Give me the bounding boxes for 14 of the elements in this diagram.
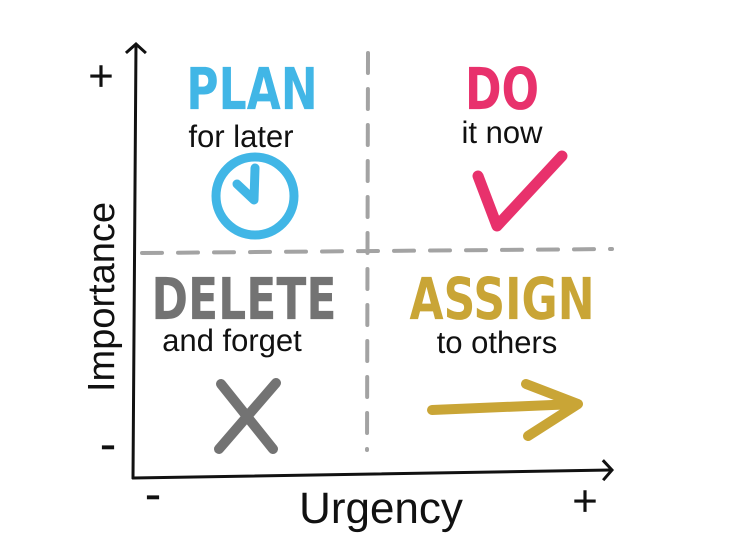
quadrant-subtitle: it now [464,120,543,144]
quadrant-subtitle: and forget [164,328,302,358]
axis-label: Urgency [302,492,463,532]
axis-sign: + [90,65,112,87]
axis-sign: - [102,445,114,450]
quadrant-heading: ASSIGN [410,276,591,320]
quadrant-heading: DELETE [156,276,334,320]
quadrant-heading: PLAN [190,66,314,110]
axis-label: Importance [88,204,122,389]
quadrant-subtitle: to others [437,330,556,354]
axis-sign: - [146,495,160,500]
quadrant-subtitle: for later [188,124,293,148]
quadrant-heading: DO [469,66,537,110]
axis-sign: + [574,490,596,512]
